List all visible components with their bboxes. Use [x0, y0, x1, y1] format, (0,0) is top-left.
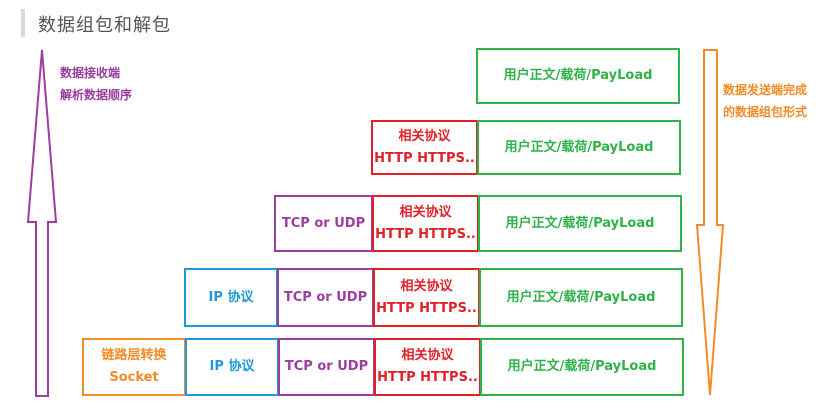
- receiver-note-line2: 解析数据顺序: [60, 88, 133, 102]
- row3-payload-box: 用户正文/载荷/PayLoad: [478, 195, 682, 252]
- protocol-label-line2: HTTP HTTPS..: [375, 226, 476, 242]
- protocol-label-line2: HTTP HTTPS..: [374, 150, 475, 166]
- row4-transport-box: TCP or UDP: [277, 268, 374, 327]
- sender-note-line1: 数据发送端完成: [723, 83, 808, 97]
- payload-label: 用户正文/载荷/PayLoad: [505, 215, 655, 231]
- transport-label: TCP or UDP: [284, 359, 369, 374]
- title-accent-bar: [21, 9, 25, 37]
- sender-note: 数据发送端完成 的数据组包形式: [723, 79, 807, 123]
- row5-transport-box: TCP or UDP: [278, 338, 375, 396]
- payload-label: 用户正文/载荷/PayLoad: [507, 359, 657, 374]
- payload-label: 用户正文/载荷/PayLoad: [504, 139, 654, 155]
- row4-ip-box: IP 协议: [184, 268, 278, 327]
- row2-payload-box: 用户正文/载荷/PayLoad: [477, 120, 681, 175]
- row5-payload-box: 用户正文/载荷/PayLoad: [480, 338, 684, 396]
- row5-ip-box: IP 协议: [185, 338, 279, 396]
- protocol-label-line2: HTTP HTTPS..: [376, 300, 477, 316]
- transport-label: TCP or UDP: [283, 289, 368, 305]
- row3-transport-box: TCP or UDP: [274, 195, 373, 252]
- protocol-label-line1: 相关协议: [401, 348, 454, 363]
- protocol-label-line1: 相关协议: [400, 278, 453, 294]
- row2-protocol-box: 相关协议 HTTP HTTPS..: [371, 120, 478, 175]
- receiver-note-line1: 数据接收端: [60, 66, 121, 80]
- row4-payload-box: 用户正文/载荷/PayLoad: [479, 268, 683, 327]
- payload-label: 用户正文/载荷/PayLoad: [503, 68, 653, 83]
- protocol-label-line2: HTTP HTTPS..: [377, 370, 478, 385]
- protocol-label-line1: 相关协议: [399, 204, 452, 220]
- row5-protocol-box: 相关协议 HTTP HTTPS..: [374, 338, 481, 396]
- page-title: 数据组包和解包: [38, 15, 171, 36]
- link-label-line1: 链路层转换: [101, 348, 167, 363]
- protocol-label-line1: 相关协议: [398, 128, 451, 144]
- receiver-note: 数据接收端 解析数据顺序: [60, 62, 132, 106]
- row4-protocol-box: 相关协议 HTTP HTTPS..: [373, 268, 480, 327]
- transport-label: TCP or UDP: [281, 215, 366, 231]
- ip-label: IP 协议: [209, 359, 255, 374]
- payload-label: 用户正文/载荷/PayLoad: [506, 289, 656, 305]
- row1-payload-box: 用户正文/载荷/PayLoad: [476, 48, 680, 104]
- sender-note-line2: 的数据组包形式: [723, 105, 808, 119]
- link-label-line2: Socket: [109, 370, 159, 385]
- ip-label: IP 协议: [208, 289, 254, 305]
- row3-protocol-box: 相关协议 HTTP HTTPS..: [372, 195, 479, 252]
- row5-link-box: 链路层转换 Socket: [82, 338, 186, 396]
